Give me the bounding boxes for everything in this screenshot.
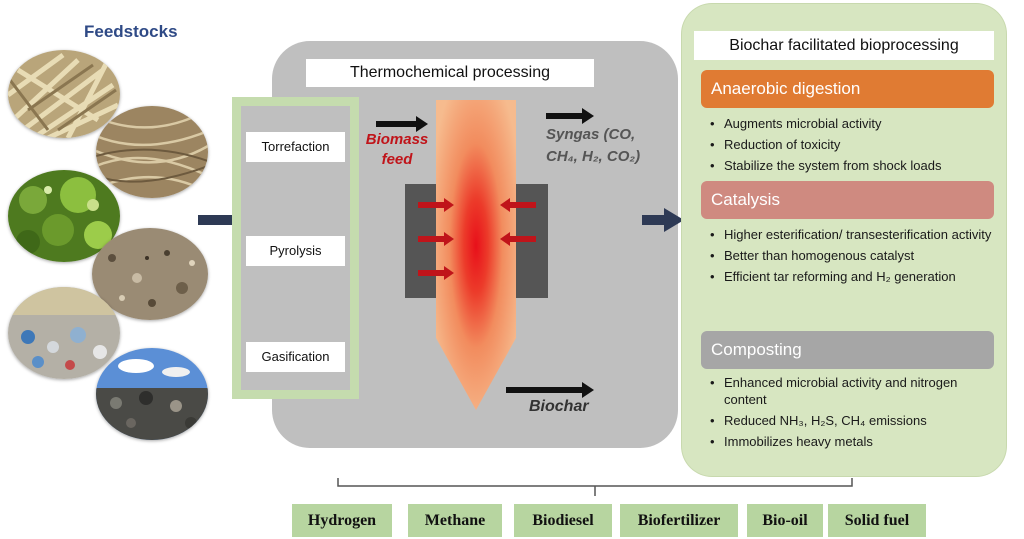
process-gasification: Gasification	[246, 342, 345, 372]
category-composting: Composting	[701, 331, 994, 369]
feedstocks-title: Feedstocks	[84, 22, 178, 41]
list-item: Augments microbial activity	[708, 115, 993, 132]
green-algae-image	[8, 170, 120, 262]
straw-stalks-image	[8, 50, 120, 138]
list-item: Enhanced microbial activity and nitrogen…	[708, 374, 993, 408]
products-bracket	[337, 478, 853, 496]
product-bio-oil: Bio-oil	[747, 504, 823, 537]
anaerobic-digestion-list: Augments microbial activity Reduction of…	[708, 115, 993, 178]
process-frame: Torrefaction Pyrolysis Gasification	[232, 97, 359, 399]
plastic-waste-image	[8, 287, 120, 379]
product-hydrogen: Hydrogen	[292, 504, 392, 537]
bioprocessing-title: Biochar facilitated bioprocessing	[694, 31, 994, 60]
dry-roots-image	[96, 106, 208, 198]
process-pyrolysis: Pyrolysis	[246, 236, 345, 266]
syngas-arrow	[546, 108, 594, 124]
biomass-feed-arrow	[376, 116, 428, 132]
reactor-vessel	[436, 100, 516, 410]
syngas-line1: Syngas (CO,	[546, 126, 636, 143]
biomass-feed-label: Biomass feed	[356, 130, 438, 170]
process-torrefaction: Torrefaction	[246, 132, 345, 162]
syngas-label: Syngas (CO, CH₄, H₂, CO₂)	[546, 124, 656, 168]
thermochemical-title: Thermochemical processing	[306, 59, 594, 87]
catalysis-list: Higher esterification/ transesterificati…	[708, 226, 993, 289]
soil-compost-image	[92, 228, 208, 320]
composting-list: Enhanced microbial activity and nitrogen…	[708, 374, 993, 454]
product-biodiesel: Biodiesel	[514, 504, 612, 537]
category-catalysis: Catalysis	[701, 181, 994, 219]
bioprocess-arrow	[642, 208, 684, 232]
biomass-feed-line2: feed	[381, 151, 413, 168]
reactor	[405, 100, 548, 410]
biomass-feed-line1: Biomass	[365, 131, 429, 148]
list-item: Better than homogenous catalyst	[708, 247, 993, 264]
list-item: Reduced NH₃, H₂S, CH₄ emissions	[708, 412, 993, 429]
product-biofertilizer: Biofertilizer	[620, 504, 738, 537]
list-item: Efficient tar reforming and H₂ generatio…	[708, 268, 993, 285]
list-item: Reduction of toxicity	[708, 136, 993, 153]
product-methane: Methane	[408, 504, 502, 537]
list-item: Higher esterification/ transesterificati…	[708, 226, 993, 243]
product-solid-fuel: Solid fuel	[828, 504, 926, 537]
biochar-label: Biochar	[529, 398, 589, 415]
heat-arrows	[418, 198, 536, 280]
landfill-garbage-image	[96, 348, 208, 440]
category-anaerobic-digestion: Anaerobic digestion	[701, 70, 994, 108]
list-item: Immobilizes heavy metals	[708, 433, 993, 450]
list-item: Stabilize the system from shock loads	[708, 157, 993, 174]
biochar-arrow	[506, 382, 594, 398]
syngas-line2: CH₄, H₂, CO₂)	[546, 148, 641, 165]
